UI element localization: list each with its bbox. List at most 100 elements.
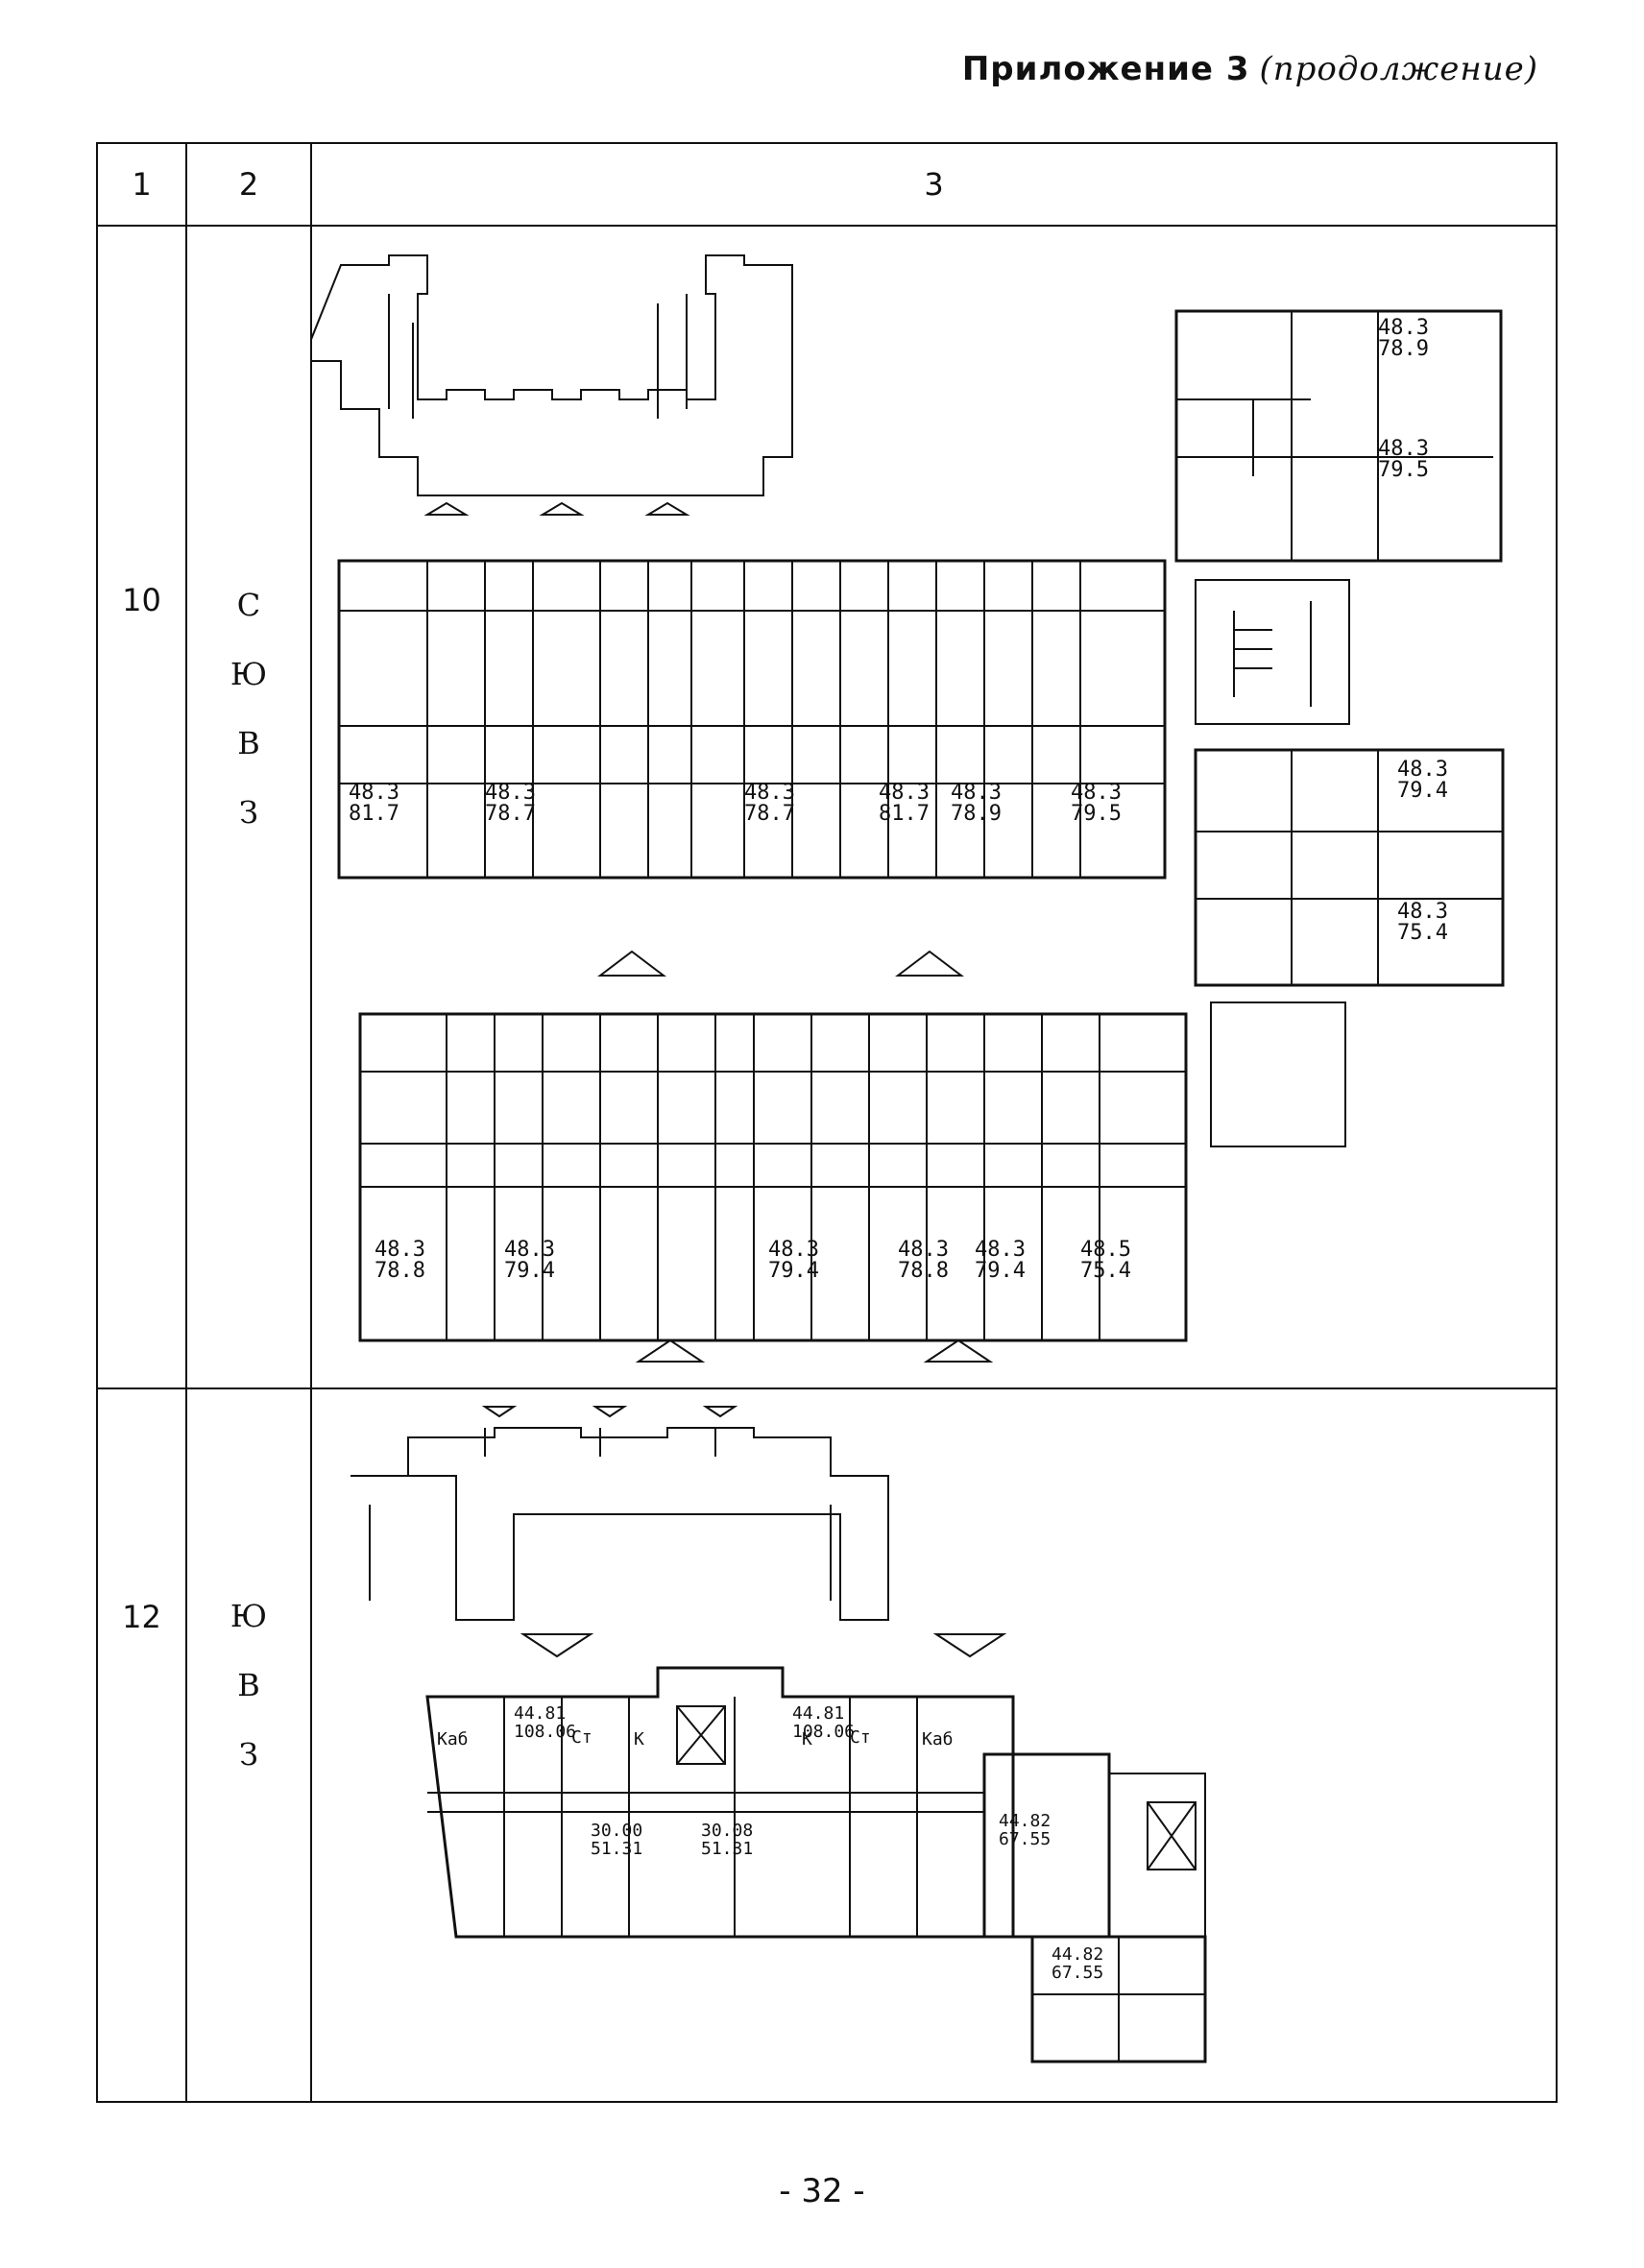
stair-core bbox=[1210, 1001, 1346, 1148]
block-top-right bbox=[1174, 309, 1503, 563]
direction-north: С bbox=[236, 587, 261, 624]
apt-area-total: 81.7 bbox=[349, 802, 399, 826]
direction-west: З bbox=[239, 1736, 258, 1773]
column-header-1: 1 bbox=[96, 141, 187, 228]
apt-area-living: 44.81 bbox=[792, 1703, 844, 1724]
apt-area-total: 78.8 bbox=[375, 1259, 425, 1283]
room-label-st: Ст bbox=[571, 1727, 592, 1748]
apt-area-total: 81.7 bbox=[879, 802, 930, 826]
apt-area-total: 78.7 bbox=[485, 802, 536, 826]
key-plan-walls bbox=[388, 294, 688, 420]
apt-area-total: 51.31 bbox=[591, 1839, 642, 1859]
room-label-st: Ст bbox=[850, 1727, 871, 1748]
apt-area-living: 48.3 bbox=[375, 1238, 425, 1262]
block-main-1 bbox=[337, 559, 1167, 880]
apt-area-total: 78.9 bbox=[1378, 337, 1429, 361]
apt-area-total: 79.4 bbox=[975, 1259, 1026, 1283]
entrance-marker bbox=[644, 501, 690, 517]
column-header-2: 2 bbox=[185, 141, 312, 228]
apt-area-living: 44.82 bbox=[1052, 1944, 1103, 1965]
apt-area-total: 79.4 bbox=[504, 1259, 555, 1283]
room-label-k: К bbox=[634, 1729, 644, 1749]
apt-area-living: 30.00 bbox=[591, 1821, 642, 1841]
apt-area-living: 48.3 bbox=[951, 781, 1002, 805]
table-row: 12 Ю В З bbox=[96, 1387, 1558, 2103]
apt-area-living: 48.3 bbox=[1397, 758, 1448, 782]
appendix-title: Приложение 3 bbox=[961, 50, 1250, 88]
row-number: 10 bbox=[122, 582, 161, 619]
table-row: 10 С Ю В З bbox=[96, 225, 1558, 1390]
apt-area-living: 48.3 bbox=[504, 1238, 555, 1262]
block-walls bbox=[1196, 750, 1503, 986]
apt-area-living: 48.3 bbox=[768, 1238, 819, 1262]
apt-area-total: 67.55 bbox=[1052, 1963, 1103, 1983]
entrance-marker bbox=[423, 501, 470, 517]
key-plan-outline bbox=[351, 1427, 889, 1622]
block-walls bbox=[360, 1014, 1186, 1341]
apt-area-living: 48.3 bbox=[975, 1238, 1026, 1262]
apt-area-total: 79.4 bbox=[1397, 779, 1448, 803]
block-walls bbox=[1032, 1937, 1205, 2063]
apt-area-total: 67.55 bbox=[999, 1829, 1051, 1849]
apt-area-total: 79.5 bbox=[1071, 802, 1122, 826]
appendix-table: 1 2 3 10 С Ю В З bbox=[96, 141, 1558, 2103]
column-header-3: 3 bbox=[310, 141, 1558, 228]
entrance-marker bbox=[481, 1406, 518, 1418]
entrance-marker bbox=[635, 1339, 706, 1363]
apt-area-living: 48.3 bbox=[744, 781, 795, 805]
entrance-marker bbox=[932, 1633, 1007, 1658]
elevator-cross bbox=[1147, 1801, 1197, 1870]
block-main-2 bbox=[358, 1012, 1188, 1342]
page-number: - 32 - bbox=[779, 2172, 865, 2210]
entrance-marker bbox=[923, 1339, 994, 1363]
entrance-marker bbox=[597, 950, 666, 977]
key-plan-outline bbox=[312, 254, 793, 497]
apt-area-living: 48.3 bbox=[485, 781, 536, 805]
apt-area-living: 48.3 bbox=[1397, 900, 1448, 924]
appendix-subtitle: (продолжение) bbox=[1259, 50, 1538, 88]
apt-area-total: 51.31 bbox=[701, 1839, 753, 1859]
apt-area-living: 48.5 bbox=[1080, 1238, 1131, 1262]
entrance-marker bbox=[592, 1406, 628, 1418]
apt-area-total: 79.5 bbox=[1378, 458, 1429, 482]
block-middle-right bbox=[1194, 748, 1505, 987]
block-walls bbox=[427, 1697, 984, 1938]
apt-area-total: 78.7 bbox=[744, 802, 795, 826]
apt-area-living: 48.3 bbox=[879, 781, 930, 805]
room-label-k: К bbox=[802, 1729, 812, 1749]
direction-east: В bbox=[237, 725, 260, 762]
floor-plan-building-12: 44.81 108.06 44.81 108.06 30.00 51.31 30… bbox=[351, 1406, 1207, 2063]
elevator-box bbox=[1147, 1801, 1197, 1871]
apt-area-total: 75.4 bbox=[1080, 1259, 1131, 1283]
stair-core bbox=[1195, 579, 1350, 726]
apt-area-living: 48.3 bbox=[898, 1238, 949, 1262]
entrance-marker bbox=[895, 950, 964, 977]
apt-area-total: 108.06 bbox=[514, 1722, 576, 1742]
table-header-row: 1 2 3 bbox=[96, 141, 1558, 228]
apt-area-total: 108.06 bbox=[792, 1722, 855, 1742]
key-plan-walls bbox=[369, 1428, 832, 1602]
entrance-marker bbox=[520, 1633, 594, 1658]
direction-west: З bbox=[239, 794, 258, 832]
page-header: Приложение 3(продолжение) bbox=[962, 50, 1538, 88]
apt-area-total: 78.9 bbox=[951, 802, 1002, 826]
room-label-cabinet: Каб bbox=[922, 1729, 954, 1749]
apt-area-total: 79.4 bbox=[768, 1259, 819, 1283]
block-walls bbox=[1176, 311, 1493, 562]
entrance-marker bbox=[702, 1406, 738, 1418]
direction-south: Ю bbox=[230, 656, 268, 693]
apt-area-living: 44.82 bbox=[999, 1811, 1051, 1831]
apt-area-living: 48.3 bbox=[1071, 781, 1122, 805]
apt-area-living: 30.08 bbox=[701, 1821, 753, 1841]
direction-south: Ю bbox=[230, 1598, 268, 1635]
floor-plan-building-10: 48.3 78.9 48.3 79.5 48.3 81.7 48.3 78.7 … bbox=[312, 254, 1505, 1363]
elevator-cross bbox=[676, 1705, 726, 1765]
apt-area-living: 48.3 bbox=[1378, 316, 1429, 340]
entrance-marker bbox=[539, 501, 585, 517]
apt-area-living: 48.3 bbox=[1378, 437, 1429, 461]
apt-area-total: 75.4 bbox=[1397, 921, 1448, 945]
elevator-box bbox=[676, 1705, 726, 1766]
apt-area-total: 78.8 bbox=[898, 1259, 949, 1283]
block-walls bbox=[339, 561, 1165, 879]
block-main bbox=[425, 1666, 1015, 1939]
